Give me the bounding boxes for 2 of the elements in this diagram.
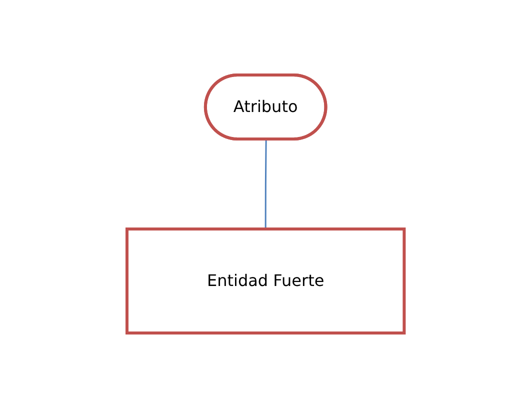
- node-box: Entidad Fuerte: [126, 228, 406, 334]
- connector: [265, 140, 268, 229]
